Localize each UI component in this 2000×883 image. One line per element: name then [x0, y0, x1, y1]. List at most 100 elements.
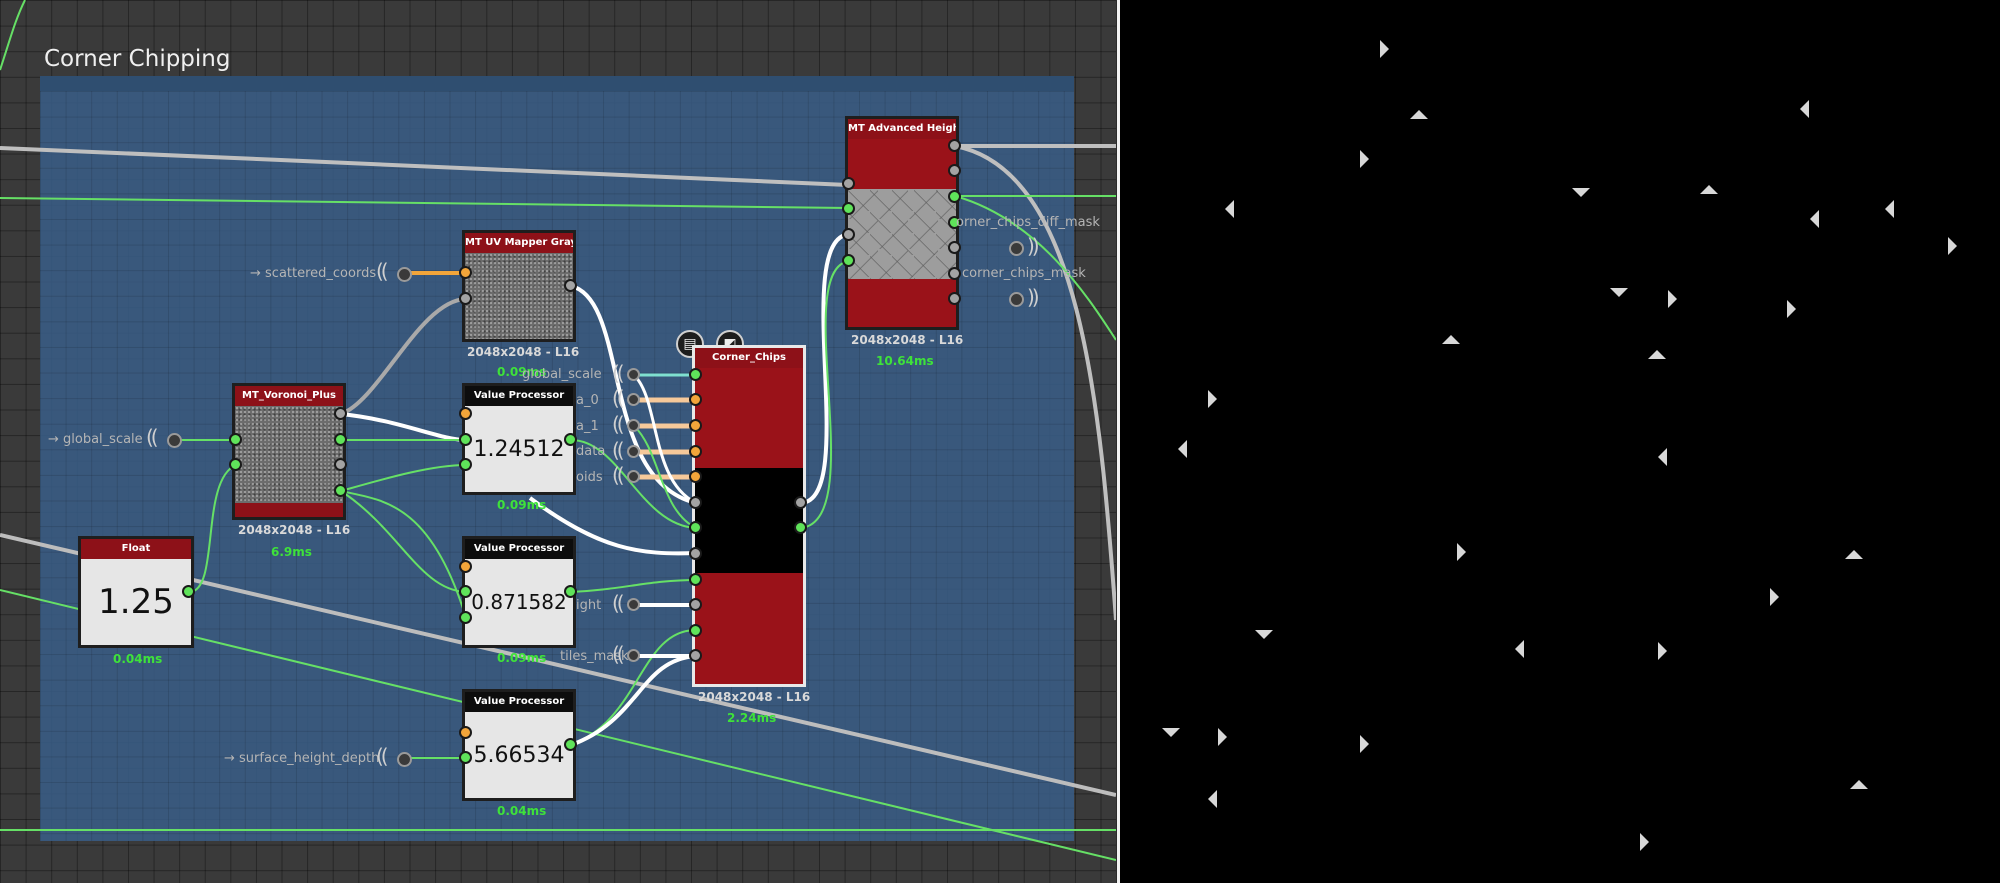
- node-corner-chips[interactable]: Corner_Chips: [692, 345, 806, 687]
- input-port[interactable]: [459, 458, 472, 471]
- chip-speck: [1658, 642, 1667, 660]
- input-port[interactable]: [689, 496, 702, 509]
- chip-speck: [1572, 188, 1590, 197]
- output-port[interactable]: [794, 496, 807, 509]
- input-port[interactable]: [459, 407, 472, 420]
- input-label-global-scale: → global_scale: [48, 432, 143, 447]
- output-socket[interactable]: [1009, 292, 1024, 307]
- port-label: ight: [576, 598, 602, 613]
- input-port[interactable]: [459, 266, 472, 279]
- node-title: MT_Voronoi_Plus: [235, 386, 343, 406]
- node-timing: 0.04ms: [113, 652, 163, 666]
- input-port[interactable]: [459, 611, 472, 624]
- input-port[interactable]: [689, 419, 702, 432]
- chip-speck: [1225, 200, 1234, 218]
- input-socket[interactable]: [627, 470, 640, 483]
- node-advanced-height-blend[interactable]: MT Advanced Height B...: [845, 116, 959, 330]
- input-socket[interactable]: [627, 419, 640, 432]
- float-value[interactable]: 1.25: [81, 559, 191, 645]
- broadcast-icon: )): [1027, 234, 1039, 258]
- chip-speck: [1360, 735, 1369, 753]
- node-graph-canvas[interactable]: Corner Chipping: [0, 0, 1116, 883]
- output-port[interactable]: [948, 267, 961, 280]
- input-port[interactable]: [842, 254, 855, 267]
- input-port[interactable]: [689, 521, 702, 534]
- input-port[interactable]: [459, 726, 472, 739]
- broadcast-icon: ((: [612, 642, 624, 666]
- input-port-global-scale[interactable]: [167, 433, 182, 448]
- input-port[interactable]: [459, 560, 472, 573]
- input-socket[interactable]: [627, 649, 640, 662]
- wire: [0, 197, 849, 209]
- input-port[interactable]: [842, 202, 855, 215]
- input-port[interactable]: [689, 547, 702, 560]
- node-thumbnail: [695, 468, 803, 573]
- chip-speck: [1770, 588, 1779, 606]
- input-port[interactable]: [689, 573, 702, 586]
- chip-speck: [1787, 300, 1796, 318]
- node-value-processor-2[interactable]: Value Processor 0.871582: [462, 536, 576, 648]
- input-port[interactable]: [689, 470, 702, 483]
- output-port[interactable]: [948, 216, 961, 229]
- input-port[interactable]: [689, 393, 702, 406]
- output-label: corner_chips_mask: [962, 266, 1086, 281]
- node-thumbnail: [848, 189, 956, 279]
- output-port[interactable]: [334, 458, 347, 471]
- output-port[interactable]: [182, 585, 195, 598]
- node-value-processor-1[interactable]: Value Processor 1.24512: [462, 383, 576, 495]
- input-port[interactable]: [459, 292, 472, 305]
- node-resolution: 2048x2048 - L16: [851, 333, 964, 347]
- node-value-processor-3[interactable]: Value Processor 5.66534: [462, 689, 576, 801]
- input-socket[interactable]: [627, 598, 640, 611]
- chip-speck: [1178, 440, 1187, 458]
- input-port[interactable]: [459, 585, 472, 598]
- output-port[interactable]: [564, 279, 577, 292]
- output-socket[interactable]: [1009, 241, 1024, 256]
- output-port[interactable]: [564, 585, 577, 598]
- input-port[interactable]: [689, 368, 702, 381]
- input-socket[interactable]: [627, 445, 640, 458]
- input-port[interactable]: [229, 433, 242, 446]
- output-port[interactable]: [948, 164, 961, 177]
- node-float[interactable]: Float 1.25: [78, 536, 194, 648]
- input-port-surface-height-depth[interactable]: [397, 752, 412, 767]
- node-title: Value Processor: [465, 692, 573, 712]
- output-port[interactable]: [794, 521, 807, 534]
- node-resolution: 2048x2048 - L16: [238, 523, 351, 537]
- node-thumbnail: [235, 406, 343, 503]
- input-port[interactable]: [842, 228, 855, 241]
- input-port[interactable]: [689, 649, 702, 662]
- input-port[interactable]: [459, 433, 472, 446]
- node-uv-mapper-grayscale[interactable]: MT UV Mapper Grayscale: [462, 230, 576, 342]
- input-port[interactable]: [689, 445, 702, 458]
- chip-speck: [1218, 728, 1227, 746]
- broadcast-icon: ((: [612, 412, 624, 436]
- output-port[interactable]: [948, 241, 961, 254]
- input-port[interactable]: [229, 458, 242, 471]
- vp2-value: 0.871582: [465, 559, 573, 645]
- output-port[interactable]: [564, 738, 577, 751]
- output-port[interactable]: [948, 139, 961, 152]
- texture-preview-2d[interactable]: [1117, 0, 2000, 883]
- output-port[interactable]: [948, 292, 961, 305]
- port-label: data: [576, 444, 606, 459]
- input-port-scattered-coords[interactable]: [397, 267, 412, 282]
- output-port[interactable]: [334, 433, 347, 446]
- chip-speck: [1162, 728, 1180, 737]
- output-port[interactable]: [948, 190, 961, 203]
- chip-speck: [1810, 210, 1819, 228]
- node-timing: 0.09ms: [497, 651, 547, 665]
- chip-speck: [1515, 640, 1524, 658]
- node-voronoi-plus[interactable]: MT_Voronoi_Plus: [232, 383, 346, 520]
- chip-speck: [1457, 543, 1466, 561]
- input-socket[interactable]: [627, 368, 640, 381]
- input-port[interactable]: [459, 751, 472, 764]
- output-port[interactable]: [334, 484, 347, 497]
- input-socket[interactable]: [627, 393, 640, 406]
- input-port[interactable]: [689, 598, 702, 611]
- output-port[interactable]: [564, 433, 577, 446]
- output-port[interactable]: [334, 407, 347, 420]
- chip-speck: [1700, 185, 1718, 194]
- input-port[interactable]: [842, 177, 855, 190]
- input-port[interactable]: [689, 624, 702, 637]
